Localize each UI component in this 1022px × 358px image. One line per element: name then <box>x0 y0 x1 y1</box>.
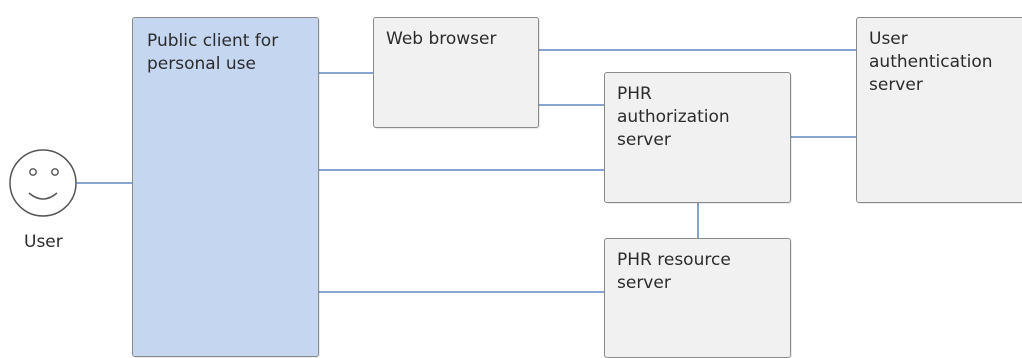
phr-resource-server-box: PHR resource server <box>604 238 791 358</box>
public-client-box: Public client for personal use <box>132 17 319 357</box>
phr-authorization-server-box: PHR authorization server <box>604 72 791 203</box>
user-label: User <box>24 232 63 252</box>
user-authentication-server-box: User authentication server <box>856 17 1022 203</box>
connector-layer <box>9 49 856 293</box>
connector-lines <box>76 49 856 293</box>
web-browser-box: Web browser <box>373 17 539 128</box>
smiley-face-icon <box>9 149 77 217</box>
